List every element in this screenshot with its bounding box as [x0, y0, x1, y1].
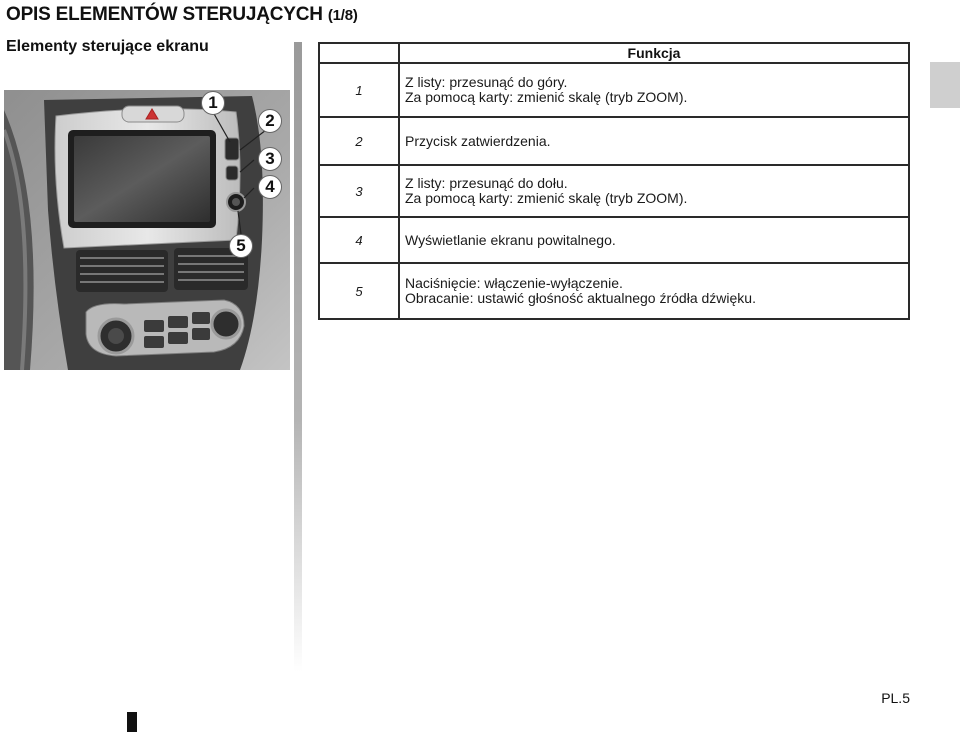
callout-5: 5 [229, 234, 253, 258]
page-part-indicator: (1/8) [327, 7, 358, 24]
table-row: 1 Z listy: przesunąć do góry. Za pomocą … [318, 62, 910, 118]
dashboard-illustration: 1 2 3 4 5 [4, 90, 290, 370]
row-function: Wyświetlanie ekranu powitalnego. [398, 216, 910, 264]
function-line: Za pomocą karty: zmienić skalę (tryb ZOO… [405, 89, 688, 105]
section-title: Elementy sterujące ekranu [6, 38, 209, 55]
column-divider [294, 42, 302, 672]
table-row: 5 Naciśnięcie: włączenie-wyłączenie. Obr… [318, 262, 910, 320]
function-line: Obracanie: ustawić głośność aktualnego ź… [405, 290, 756, 306]
header-function: Funkcja [398, 42, 910, 64]
callout-2: 2 [258, 109, 282, 133]
row-function: Z listy: przesunąć do dołu. Za pomocą ka… [398, 164, 910, 218]
function-line: Z listy: przesunąć do dołu. [405, 175, 568, 191]
dashboard-photo [4, 90, 290, 370]
function-line: Wyświetlanie ekranu powitalnego. [405, 231, 616, 248]
row-number: 4 [318, 216, 400, 264]
callout-1: 1 [201, 91, 225, 115]
function-table: Funkcja 1 Z listy: przesunąć do góry. Za… [318, 42, 910, 320]
page-title-text: OPIS ELEMENTÓW STERUJĄCYCH [6, 4, 323, 25]
page-title: OPIS ELEMENTÓW STERUJĄCYCH (1/8) [6, 4, 358, 26]
row-function: Z listy: przesunąć do góry. Za pomocą ka… [398, 62, 910, 118]
row-function: Przycisk zatwierdzenia. [398, 116, 910, 166]
row-number: 1 [318, 62, 400, 118]
row-number: 5 [318, 262, 400, 320]
callout-3: 3 [258, 147, 282, 171]
header-number [318, 42, 400, 64]
page-marker [127, 712, 137, 732]
section-thumb-tab [930, 62, 960, 108]
table-row: 2 Przycisk zatwierdzenia. [318, 116, 910, 166]
table-row: 3 Z listy: przesunąć do dołu. Za pomocą … [318, 164, 910, 218]
function-line: Z listy: przesunąć do góry. [405, 74, 568, 90]
function-line: Za pomocą karty: zmienić skalę (tryb ZOO… [405, 190, 688, 206]
callout-4: 4 [258, 175, 282, 199]
function-line: Naciśnięcie: włączenie-wyłączenie. [405, 275, 623, 291]
row-number: 2 [318, 116, 400, 166]
function-line: Przycisk zatwierdzenia. [405, 132, 551, 149]
table-header-row: Funkcja [318, 42, 910, 64]
row-function: Naciśnięcie: włączenie-wyłączenie. Obrac… [398, 262, 910, 320]
page-number: PL.5 [881, 690, 910, 706]
table-row: 4 Wyświetlanie ekranu powitalnego. [318, 216, 910, 264]
row-number: 3 [318, 164, 400, 218]
